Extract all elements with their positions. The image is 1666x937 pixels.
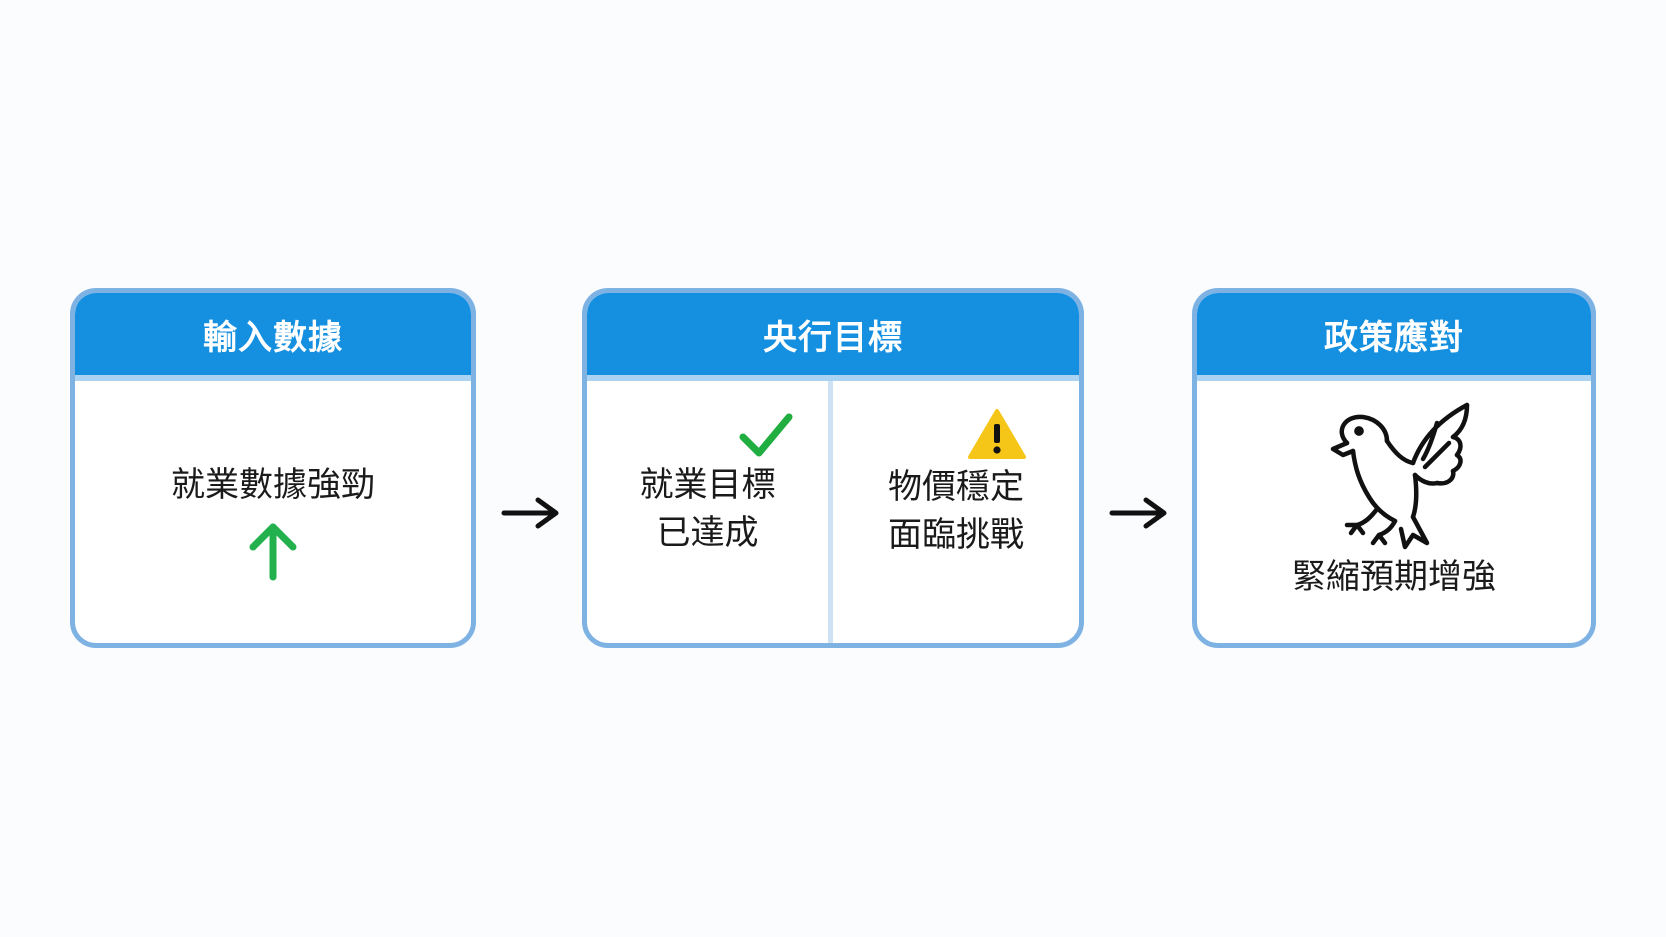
step-title: 輸入數據: [75, 293, 471, 381]
step-card-input-data: 輸入數據 就業數據強勁: [70, 288, 476, 648]
column-divider: [828, 381, 833, 643]
right-arrow-icon: [501, 497, 559, 529]
step-body: 就業數據強勁: [75, 381, 471, 643]
right-arrow-icon: [1109, 497, 1167, 529]
step-card-central-bank-goals: 央行目標 就業目標 已達成 物價穩定 面臨挑戰: [582, 288, 1084, 648]
warning-icon: [968, 409, 1026, 459]
step-body: 就業目標 已達成 物價穩定 面臨挑戰: [587, 381, 1079, 643]
goal-employment-line1: 就業目標: [639, 465, 776, 505]
up-arrow-icon: [249, 523, 297, 581]
step-title: 央行目標: [587, 293, 1079, 381]
hawk-icon: [1330, 402, 1470, 550]
step-title: 政策應對: [1197, 293, 1591, 381]
goal-employment: 就業目標 已達成: [587, 381, 828, 643]
step-card-policy-response: 政策應對: [1192, 288, 1596, 648]
policy-description: 緊縮預期增強: [1292, 557, 1496, 597]
goal-price-line2: 面臨挑戰: [888, 515, 1024, 555]
goal-employment-line2: 已達成: [656, 513, 759, 553]
goal-price-stability: 物價穩定 面臨挑戰: [833, 381, 1079, 643]
step-description: 就業數據強勁: [171, 465, 375, 505]
step-body: 緊縮預期增強: [1197, 381, 1591, 643]
goal-price-line1: 物價穩定: [888, 467, 1024, 507]
checkmark-icon: [739, 413, 793, 457]
